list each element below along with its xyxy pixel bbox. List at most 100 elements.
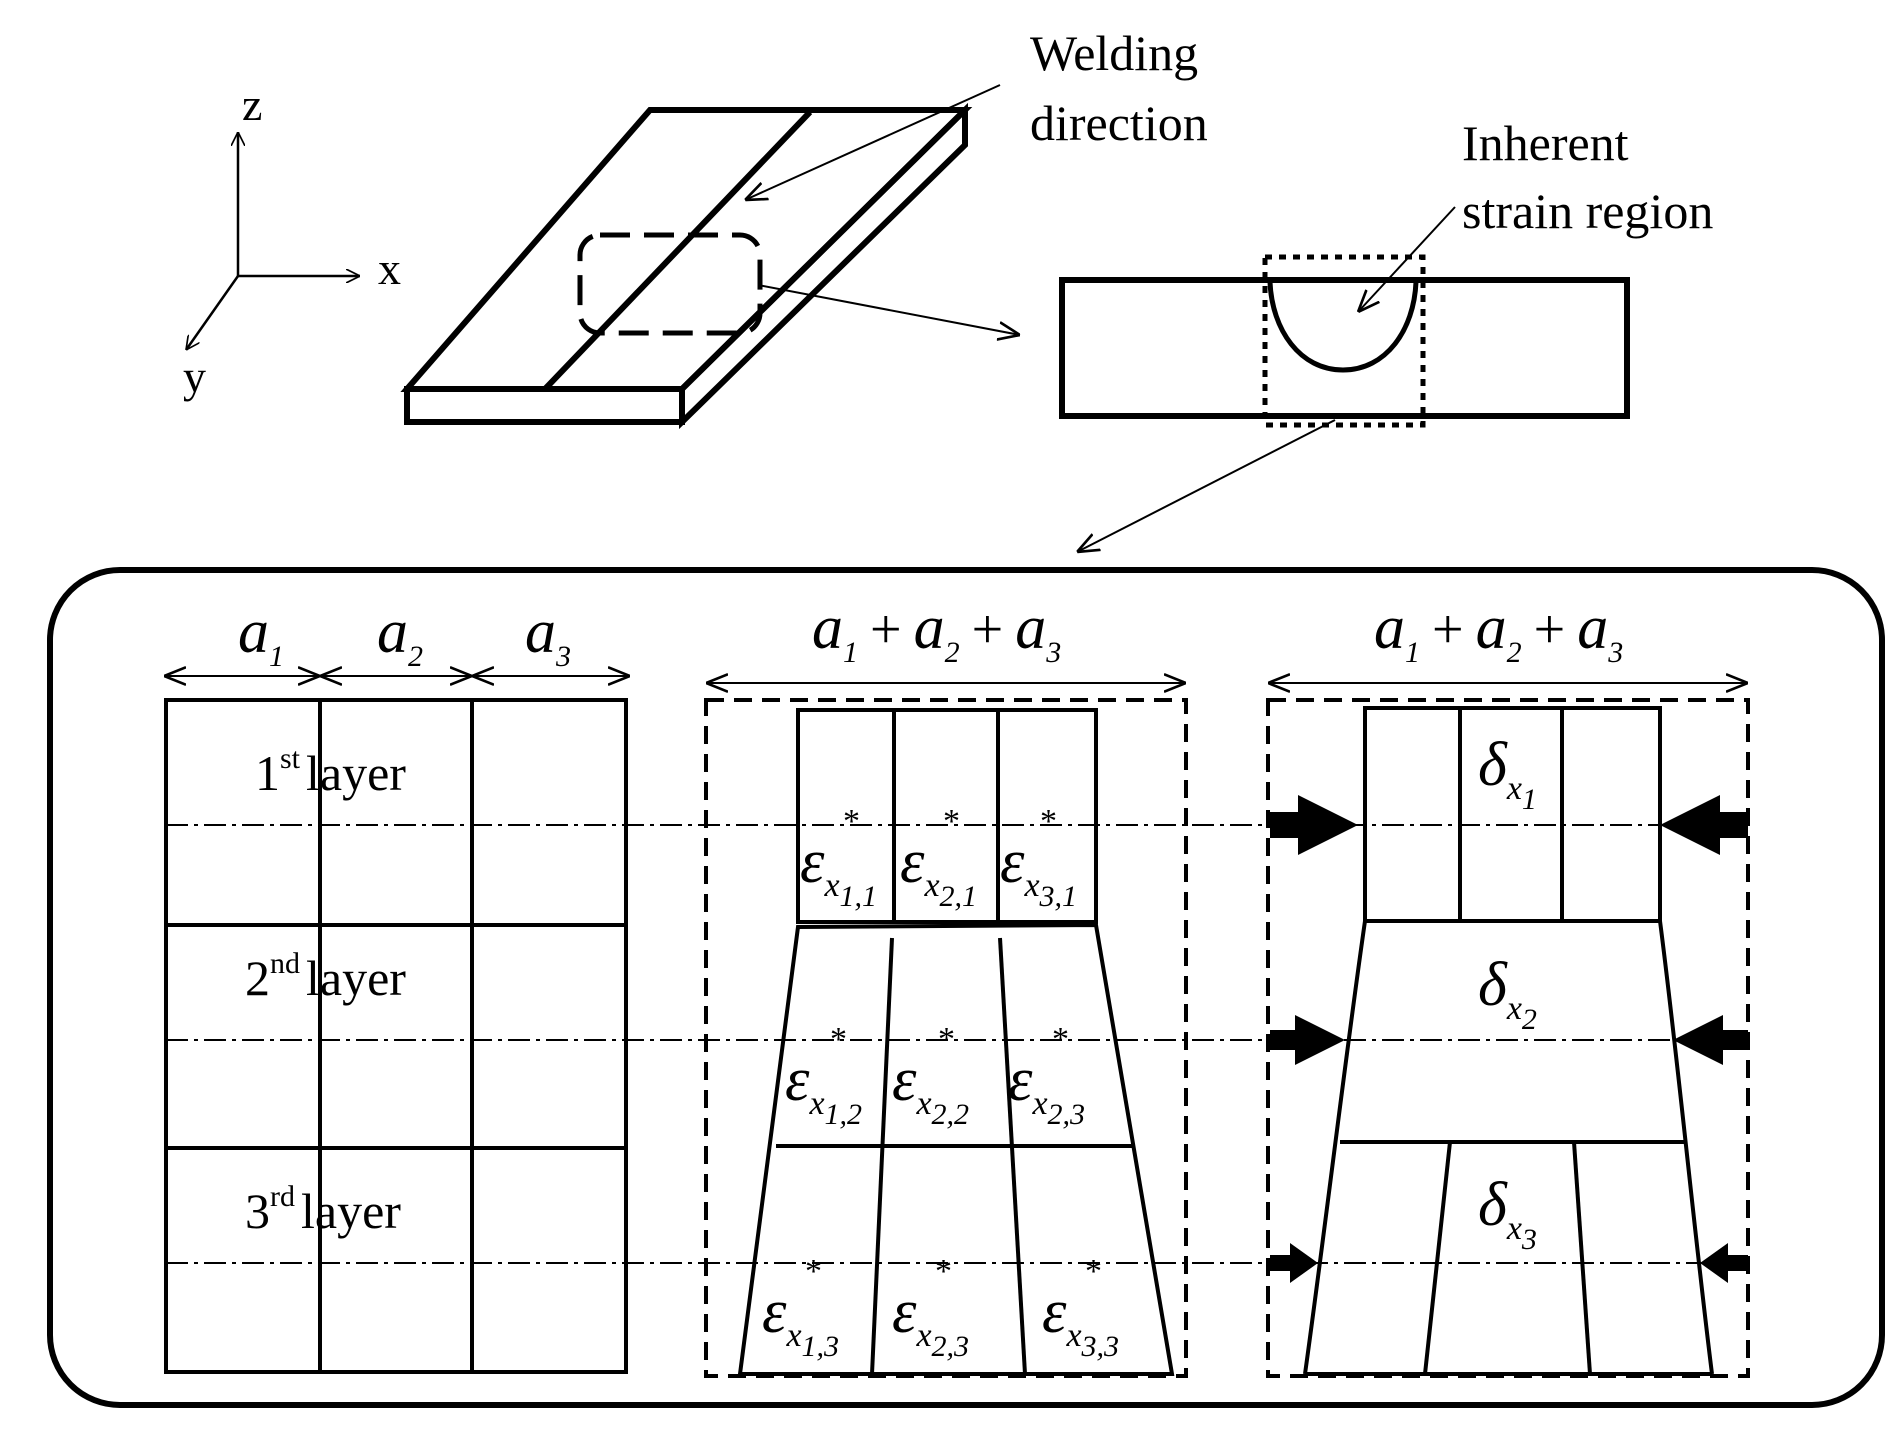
detail-arrow — [1077, 419, 1336, 552]
strain-1-3: *εx1,3 — [762, 1253, 839, 1363]
delta-2: δx2 — [1478, 951, 1537, 1036]
right-a1-sub: 1 — [1405, 636, 1420, 669]
svg-text:*: * — [830, 1021, 847, 1058]
welding-label-line1: Welding — [1030, 25, 1198, 81]
inherent-label-line1: Inherent — [1462, 115, 1629, 171]
svg-text:εx3,1: εx3,1 — [1000, 828, 1077, 913]
strain-3-3: *εx3,3 — [1042, 1253, 1119, 1363]
welding-direction-label: Welding direction — [1030, 25, 1208, 151]
weld-region-dashed — [577, 232, 763, 336]
right-plus-2: + — [1534, 599, 1566, 661]
svg-text:a3: a3 — [525, 598, 571, 673]
svg-text:a1+a2+a3: a1+a2+a3 — [812, 594, 1061, 669]
svg-text:a1: a1 — [238, 598, 284, 673]
layer-3-suffix: rd — [270, 1180, 295, 1213]
width-a2-sub: 2 — [408, 640, 423, 673]
svg-text:*: * — [943, 803, 960, 840]
y-axis-label: y — [183, 351, 206, 402]
arrow-right-2 — [1673, 1015, 1748, 1065]
right-a3-sub: 3 — [1607, 636, 1623, 669]
inherent-strain-leader — [1358, 206, 1456, 312]
mid-plus-2: + — [972, 599, 1004, 661]
strain-cells — [737, 708, 1175, 1376]
inherent-label-line2: strain region — [1462, 183, 1713, 239]
svg-text:εx2,3: εx2,3 — [1008, 1046, 1085, 1131]
x-axis-label: x — [378, 243, 401, 294]
deformation-cells — [1303, 706, 1714, 1376]
arrow-left-2 — [1270, 1015, 1345, 1065]
strain-2-3: *εx2,3 — [892, 1253, 969, 1363]
section-arrow — [757, 284, 1020, 335]
strain-2-2: *εx2,2 — [892, 1021, 969, 1131]
mid-a1-symbol: a — [812, 594, 843, 662]
welding-label-line2: direction — [1030, 95, 1208, 151]
inherent-strain-box — [1262, 254, 1426, 428]
svg-text:εx2,3: εx2,3 — [892, 1278, 969, 1363]
strain-1-1: *εx1,1 — [800, 803, 877, 913]
layer-2-suffix: nd — [270, 947, 300, 980]
strain-panel-frame — [704, 698, 1188, 1378]
svg-text:*: * — [1085, 1253, 1102, 1290]
width-dimension-middle: a1+a2+a3 — [706, 594, 1186, 683]
coordinate-axes: z x y — [183, 79, 401, 402]
layer-1-word: layer — [306, 745, 406, 801]
width-a1-symbol: a — [238, 598, 269, 666]
width-dimensions-left: a1 a2 a3 — [164, 598, 630, 676]
svg-text:*: * — [843, 803, 860, 840]
svg-text:*: * — [805, 1253, 822, 1290]
width-a2-symbol: a — [377, 598, 408, 666]
deformation-symbols: δx1 δx2 δx3 — [1478, 731, 1537, 1256]
delta-3: δx3 — [1478, 1171, 1537, 1256]
arrow-left-3 — [1270, 1243, 1318, 1283]
width-a1-sub: 1 — [269, 640, 284, 673]
svg-text:εx1,1: εx1,1 — [800, 828, 877, 913]
right-a2-symbol: a — [1476, 594, 1507, 662]
svg-text:*: * — [1052, 1021, 1069, 1058]
z-axis-label: z — [242, 79, 262, 130]
svg-text:a2: a2 — [377, 598, 423, 673]
weld-bead-line — [542, 109, 813, 392]
width-a3-symbol: a — [525, 598, 556, 666]
layer-grid — [164, 698, 628, 1374]
right-plus-1: + — [1432, 599, 1464, 661]
welding-direction-leader — [745, 84, 1001, 200]
svg-text:*: * — [935, 1253, 952, 1290]
detail-panel — [47, 567, 1885, 1408]
compression-arrows — [1270, 795, 1748, 1283]
strain-2-1: *εx2,1 — [900, 803, 977, 913]
svg-text:εx1,3: εx1,3 — [762, 1278, 839, 1363]
strain-3-1: *εx3,1 — [1000, 803, 1077, 913]
svg-text:a1+a2+a3: a1+a2+a3 — [1374, 594, 1623, 669]
layer-3-word: layer — [301, 1183, 401, 1239]
strain-symbols: *εx1,1 *εx2,1 *εx3,1 *εx1,2 *εx2,2 *εx2,… — [762, 803, 1119, 1363]
mid-a1-sub: 1 — [843, 636, 858, 669]
layer-centerlines — [166, 824, 1745, 1264]
right-a1-symbol: a — [1374, 594, 1405, 662]
svg-text:*: * — [938, 1021, 955, 1058]
layer-1-suffix: st — [280, 742, 301, 775]
weld-pool-curve — [1267, 281, 1419, 373]
strain-1-2: *εx1,2 — [785, 1021, 862, 1131]
arrow-left-1 — [1270, 795, 1358, 855]
width-dimension-right: a1+a2+a3 — [1268, 594, 1748, 683]
layer-3-num: 3 — [245, 1183, 270, 1239]
mid-plus-1: + — [870, 599, 902, 661]
svg-text:εx2,1: εx2,1 — [900, 828, 977, 913]
mid-a3-sub: 3 — [1045, 636, 1061, 669]
width-a3-sub: 3 — [555, 640, 571, 673]
inherent-strain-label: Inherent strain region — [1462, 115, 1713, 239]
svg-text:εx3,3: εx3,3 — [1042, 1278, 1119, 1363]
cross-section — [1059, 254, 1630, 428]
arrow-right-3 — [1700, 1243, 1748, 1283]
strain-2-3-mid: *εx2,3 — [1008, 1021, 1085, 1131]
layer-2-word: layer — [306, 950, 406, 1006]
arrow-right-1 — [1660, 795, 1748, 855]
svg-text:εx1,2: εx1,2 — [785, 1046, 862, 1131]
svg-text:*: * — [1040, 803, 1057, 840]
mid-a2-sub: 2 — [945, 636, 960, 669]
layer-2-num: 2 — [245, 950, 270, 1006]
layer-1-num: 1 — [255, 745, 280, 801]
